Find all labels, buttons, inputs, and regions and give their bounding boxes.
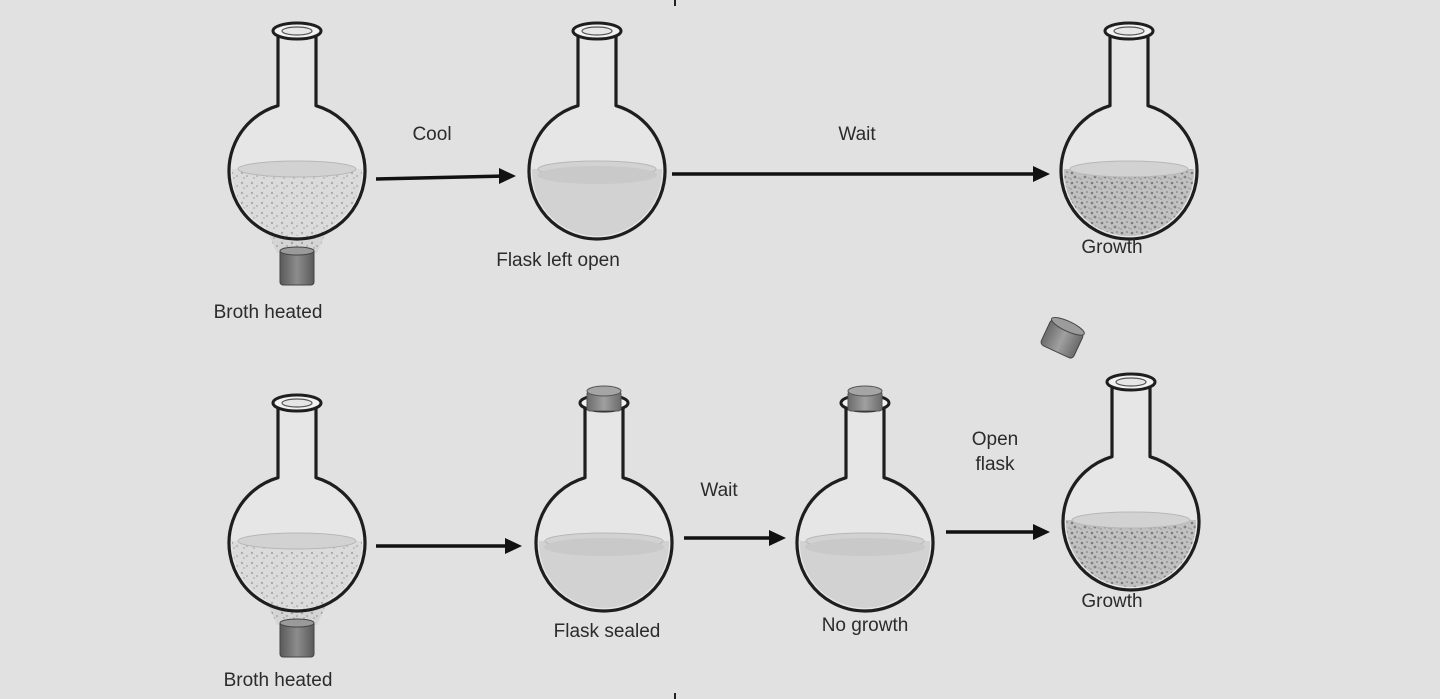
caption-growth-bottom: Growth [1081, 591, 1143, 612]
caption-growth-top: Growth [1081, 237, 1143, 258]
stopper-icon [847, 385, 883, 412]
arrow-icon [499, 168, 516, 184]
step-label-wait-bottom: Wait [700, 480, 738, 501]
flask-bottom_row-flask4 [1061, 372, 1201, 592]
arrow-wait-top [672, 166, 1050, 182]
arrow-icon [1033, 166, 1050, 182]
flask-icon [1059, 31, 1199, 241]
step-label-wait-top: Wait [838, 124, 876, 145]
step-label-cool: Cool [412, 124, 452, 145]
flask-icon [534, 403, 674, 613]
flask-top_row-flask3 [1059, 21, 1199, 241]
arrow-icon [1033, 524, 1050, 540]
arrow-icon [505, 538, 522, 554]
arrow-icon [769, 530, 786, 546]
arrow-wait-bottom [684, 530, 786, 546]
caption-top-broth-heated: Broth heated [213, 302, 323, 323]
flask-bottom_row-flask3 [795, 385, 935, 613]
flask-bottom_row-flask1 [227, 393, 367, 658]
caption-flask-left-open: Flask left open [496, 250, 620, 271]
removed-stopper-icon [1040, 316, 1085, 359]
flask-icon [227, 31, 367, 241]
caption-no-growth: No growth [821, 615, 909, 636]
flask-icon [1061, 382, 1201, 592]
flask-icon [527, 31, 667, 241]
burner-icon [259, 213, 335, 286]
stopper-icon [586, 385, 622, 412]
burner-icon [259, 585, 335, 658]
arrow-cool [375, 168, 516, 184]
flask-icon [227, 403, 367, 613]
flask-bottom_row-flask2 [534, 385, 674, 613]
flask-top_row-flask1 [227, 21, 367, 286]
arrow-open-flask [946, 524, 1050, 540]
step-label-open-flask: Open flask [971, 429, 1019, 475]
caption-bottom-broth-heated: Broth heated [223, 670, 333, 691]
flask-icon [795, 403, 935, 613]
caption-flask-sealed: Flask sealed [553, 621, 661, 642]
arrow-bottom-first [376, 538, 522, 554]
flask-top_row-flask2 [527, 21, 667, 241]
